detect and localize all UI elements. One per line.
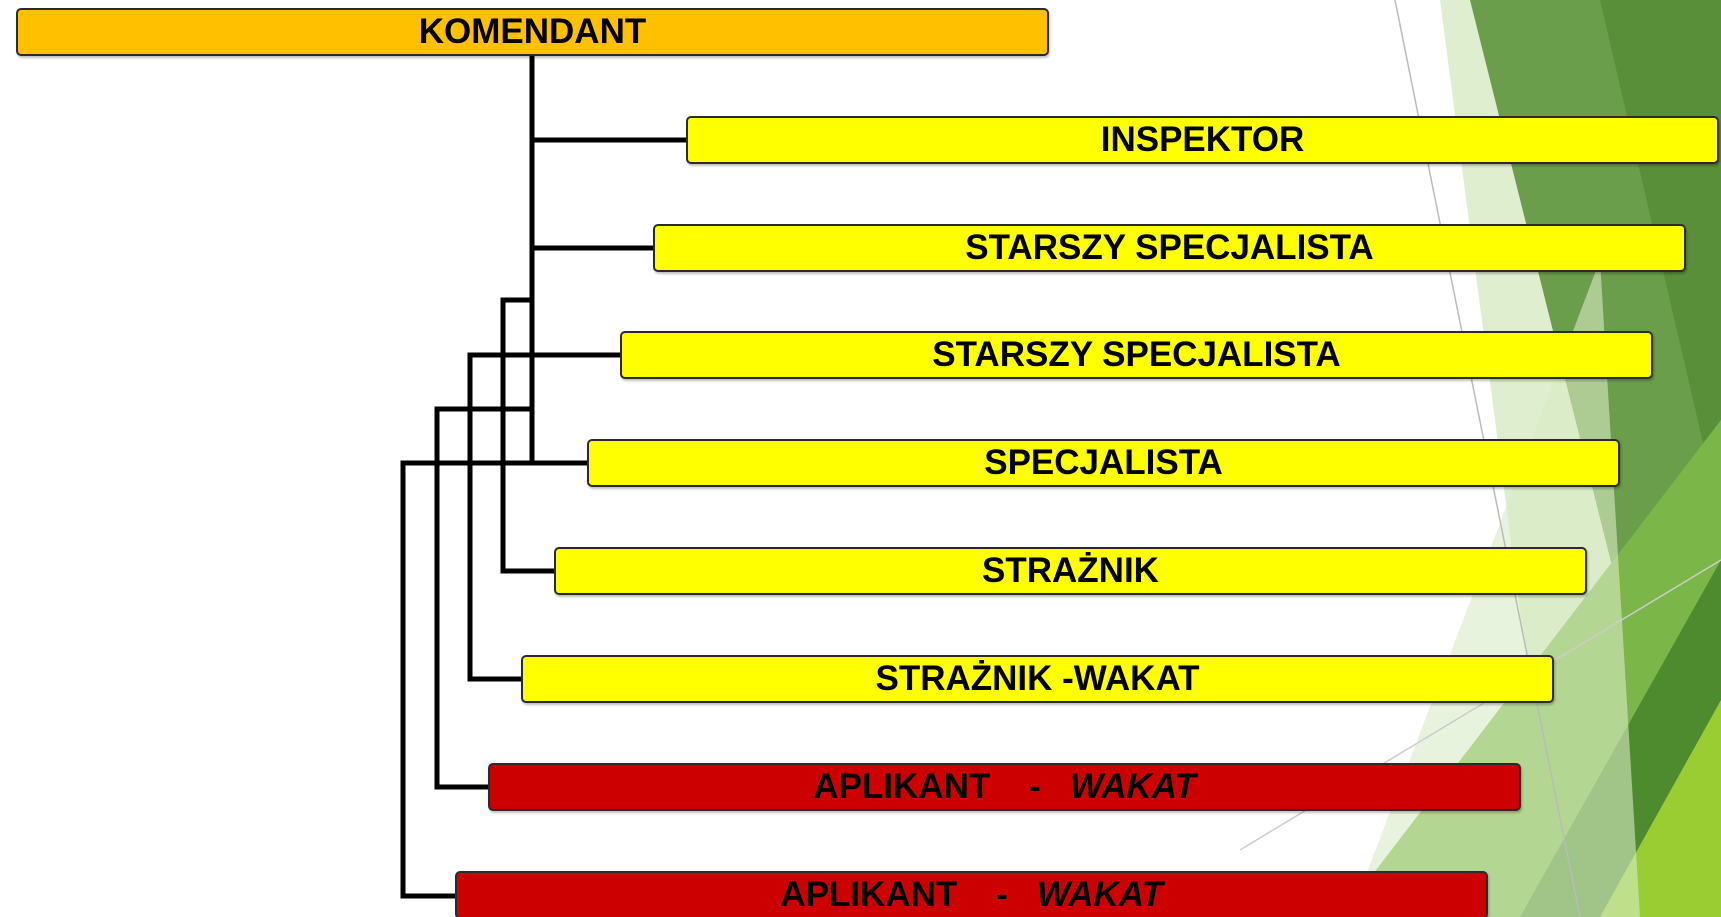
position-status: WAKAT [1036,875,1163,914]
position-label: APLIKANT [813,767,991,806]
position-separator: - [1029,767,1041,806]
position-label: INSPEKTOR [1100,120,1305,159]
position-label: STARSZY SPECJALISTA [965,228,1374,267]
head-box-komendant: KOMENDANT [16,8,1049,56]
position-label: STRAŻNIK [982,551,1159,590]
position-box-specjalista: SPECJALISTA [587,439,1620,487]
position-status: WAKAT [1069,767,1196,806]
position-label: APLIKANT [780,875,958,914]
position-label: SPECJALISTA [984,443,1223,482]
position-box-straznik: STRAŻNIK [554,547,1587,595]
position-label: STARSZY SPECJALISTA [932,335,1341,374]
position-box-starszy-specjalista-2: STARSZY SPECJALISTA [620,331,1653,379]
position-separator: - [996,875,1008,914]
position-box-starszy-specjalista-1: STARSZY SPECJALISTA [653,224,1686,272]
position-box-aplikant-wakat-1: APLIKANT - WAKAT [488,763,1521,811]
position-box-aplikant-wakat-2: APLIKANT - WAKAT [455,871,1488,917]
position-box-straznik-wakat: STRAŻNIK -WAKAT [521,655,1554,703]
position-label: STRAŻNIK -WAKAT [875,659,1200,698]
position-box-inspektor: INSPEKTOR [686,116,1719,164]
head-box-label: KOMENDANT [418,12,647,51]
